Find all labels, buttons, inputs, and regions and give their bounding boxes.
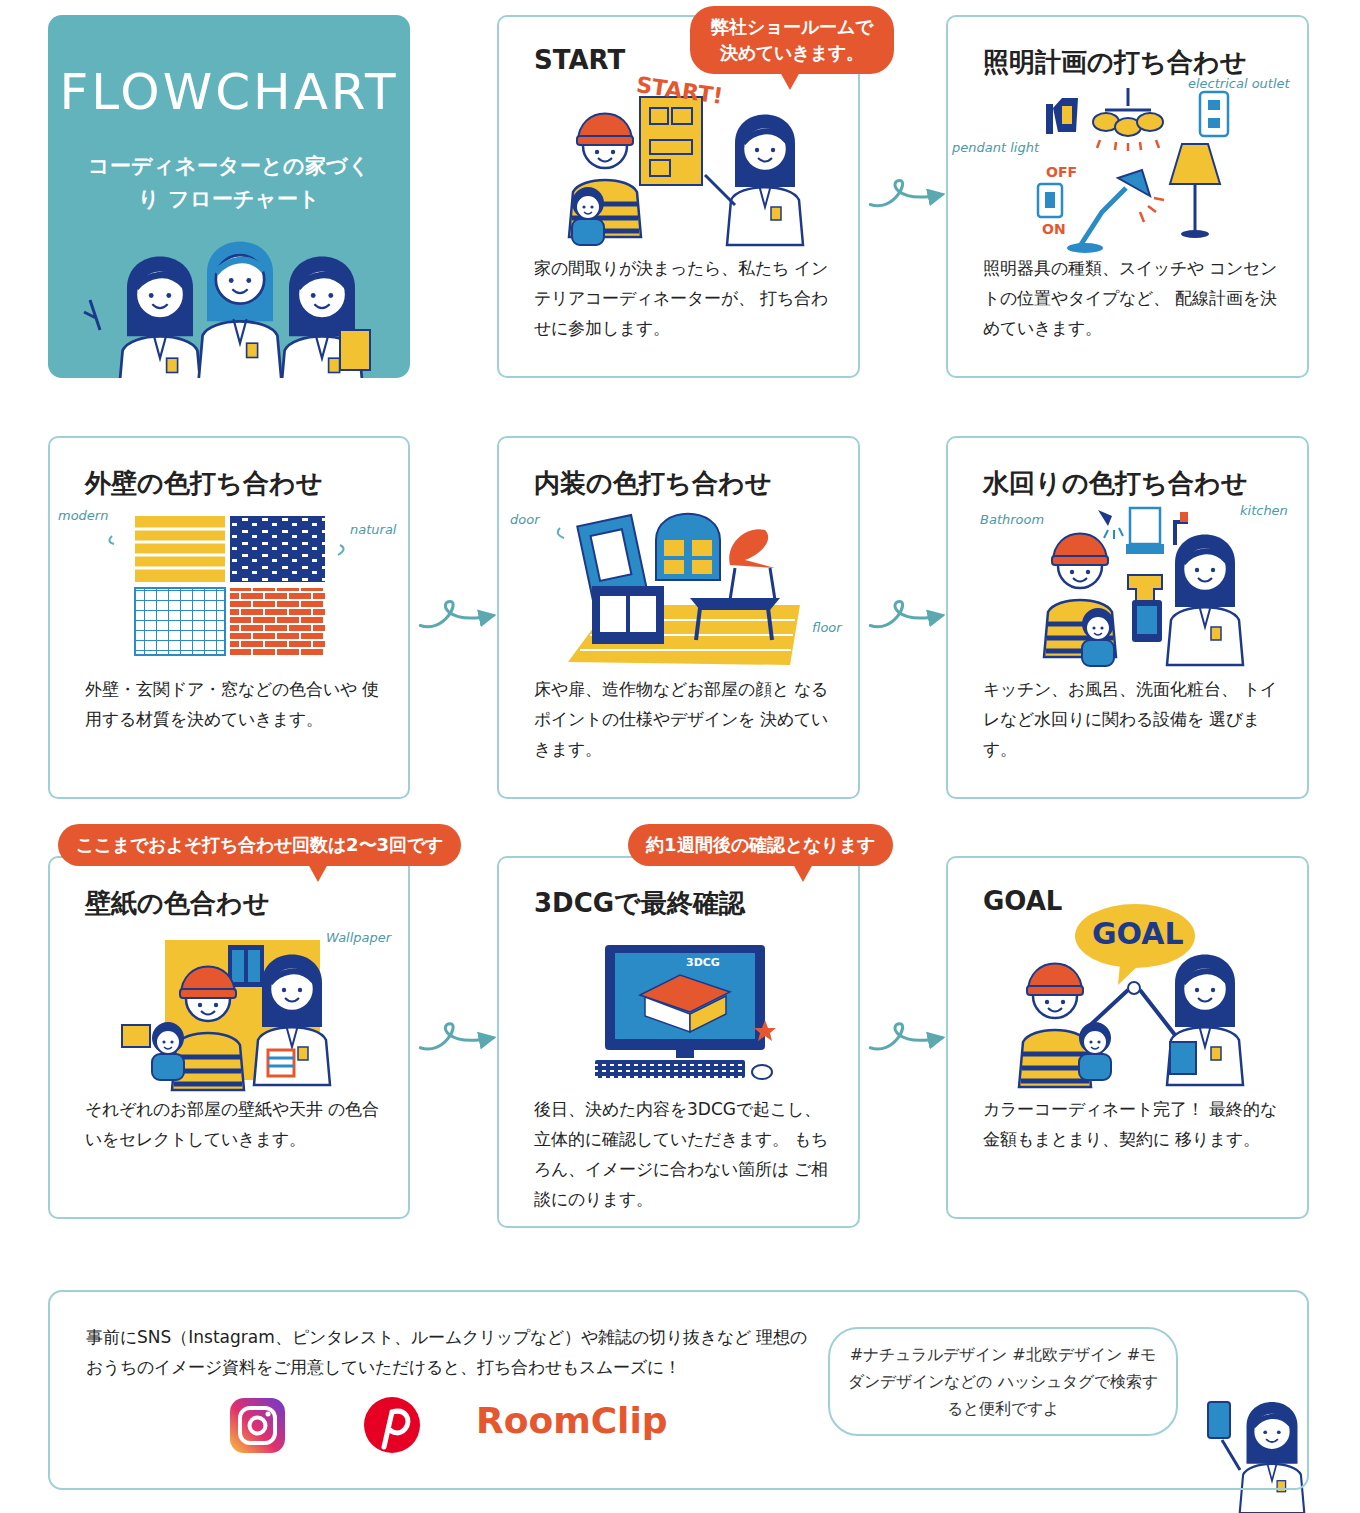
step-title: 壁紙の色合わせ (85, 886, 270, 921)
text: 家の間取りが決まったら、私たち インテリアコーディネーターが、 打ち合わせに参加… (534, 253, 839, 343)
step-title: GOAL (983, 886, 1062, 916)
text: #ナチュラルデザイン #北欧デザイン #モダンデザインなどの ハッシュタグで検索… (846, 1341, 1160, 1422)
step-title: 3DCGで最終確認 (534, 886, 745, 921)
text: コーディネーターとの家づくり フローチャート (79, 150, 379, 216)
illustration-label: OFF (1046, 164, 1077, 180)
text: 約1週間後の確認となります (646, 832, 875, 858)
illustration-label: kitchen (1240, 503, 1288, 518)
callout-bubble: 弊社ショールームで 決めていきます。 (690, 6, 894, 74)
step-box: 3DCGで最終確認後日、決めた内容を3DCGで起こし、 立体的に確認していただき… (497, 856, 860, 1228)
text: FLOWCHART (48, 63, 410, 121)
note-box: 事前にSNS（Instagram、ピンタレスト、ルームクリップなど）や雑誌の切り… (48, 1290, 1309, 1490)
step-title: 外壁の色打ち合わせ (85, 466, 323, 501)
illustration-label: pendant light (952, 140, 1039, 155)
step-title: 内装の色打ち合わせ (534, 466, 772, 501)
callout-bubble: 約1週間後の確認となります (628, 824, 893, 866)
step-box: 水回りの色打ち合わせキッチン、お風呂、洗面化粧台、 トイレなど水回りに関わる設備… (946, 436, 1309, 799)
text: キッチン、お風呂、洗面化粧台、 トイレなど水回りに関わる設備を 選びます。 (983, 674, 1288, 764)
illustration-label: 3DCG (686, 956, 720, 969)
illustration-label: RoomClip (476, 1400, 668, 1441)
text: 後日、決めた内容を3DCGで起こし、 立体的に確認していただきます。 もちろん、… (534, 1094, 839, 1214)
text: 弊社ショールームで 決めていきます。 (708, 14, 876, 66)
step-title: 水回りの色打ち合わせ (983, 466, 1248, 501)
callout-bubble: ここまでおよそ打ち合わせ回数は2〜3回です (58, 824, 461, 866)
illustration-label: Bathroom (980, 512, 1044, 527)
flow-arrow (870, 1024, 942, 1049)
step-box: 内装の色打ち合わせ床や扉、造作物などお部屋の顔と なるポイントの仕様やデザインを… (497, 436, 860, 799)
text: ここまでおよそ打ち合わせ回数は2〜3回です (76, 832, 443, 858)
flow-arrow (870, 602, 942, 627)
title-panel: FLOWCHART コーディネーターとの家づくり フローチャート (48, 15, 410, 378)
illustration-label: Wallpaper (326, 930, 391, 945)
text: 事前にSNS（Instagram、ピンタレスト、ルームクリップなど）や雑誌の切り… (86, 1322, 816, 1382)
step-title: START (534, 45, 625, 75)
illustration-label: modern (58, 508, 108, 523)
text: 外壁・玄関ドア・窓などの色合いや 使用する材質を決めていきます。 (85, 674, 390, 734)
flow-arrow (420, 1024, 493, 1049)
step-title: 照明計画の打ち合わせ (983, 45, 1247, 80)
illustration-label: electrical outlet (1188, 76, 1290, 91)
step-box: 照明計画の打ち合わせ照明器具の種類、スイッチや コンセントの位置やタイプなど、 … (946, 15, 1309, 378)
step-box: 外壁の色打ち合わせ外壁・玄関ドア・窓などの色合いや 使用する材質を決めていきます… (48, 436, 410, 799)
illustration-label: door (510, 512, 540, 527)
text: それぞれのお部屋の壁紙や天井 の色合いをセレクトしていきます。 (85, 1094, 390, 1154)
text: カラーコーディネート完了！ 最終的な金額もまとまり、契約に 移ります。 (983, 1094, 1288, 1154)
text: 照明器具の種類、スイッチや コンセントの位置やタイプなど、 配線計画を決めていき… (983, 253, 1288, 343)
text: 床や扉、造作物などお部屋の顔と なるポイントの仕様やデザインを 決めていきます。 (534, 674, 839, 764)
flow-arrow (870, 181, 942, 206)
illustration-label: ON (1042, 221, 1066, 237)
step-box: 壁紙の色合わせそれぞれのお部屋の壁紙や天井 の色合いをセレクトしていきます。 (48, 856, 410, 1219)
illustration-label: natural (350, 522, 396, 537)
flow-arrow (420, 602, 493, 627)
illustration-label: GOAL (1092, 916, 1184, 951)
step-box: GOAL カラーコーディネート完了！ 最終的な金額もまとまり、契約に 移ります。 (946, 856, 1309, 1219)
illustration-label: floor (812, 620, 842, 635)
speech-bubble: #ナチュラルデザイン #北欧デザイン #モダンデザインなどの ハッシュタグで検索… (828, 1327, 1178, 1436)
